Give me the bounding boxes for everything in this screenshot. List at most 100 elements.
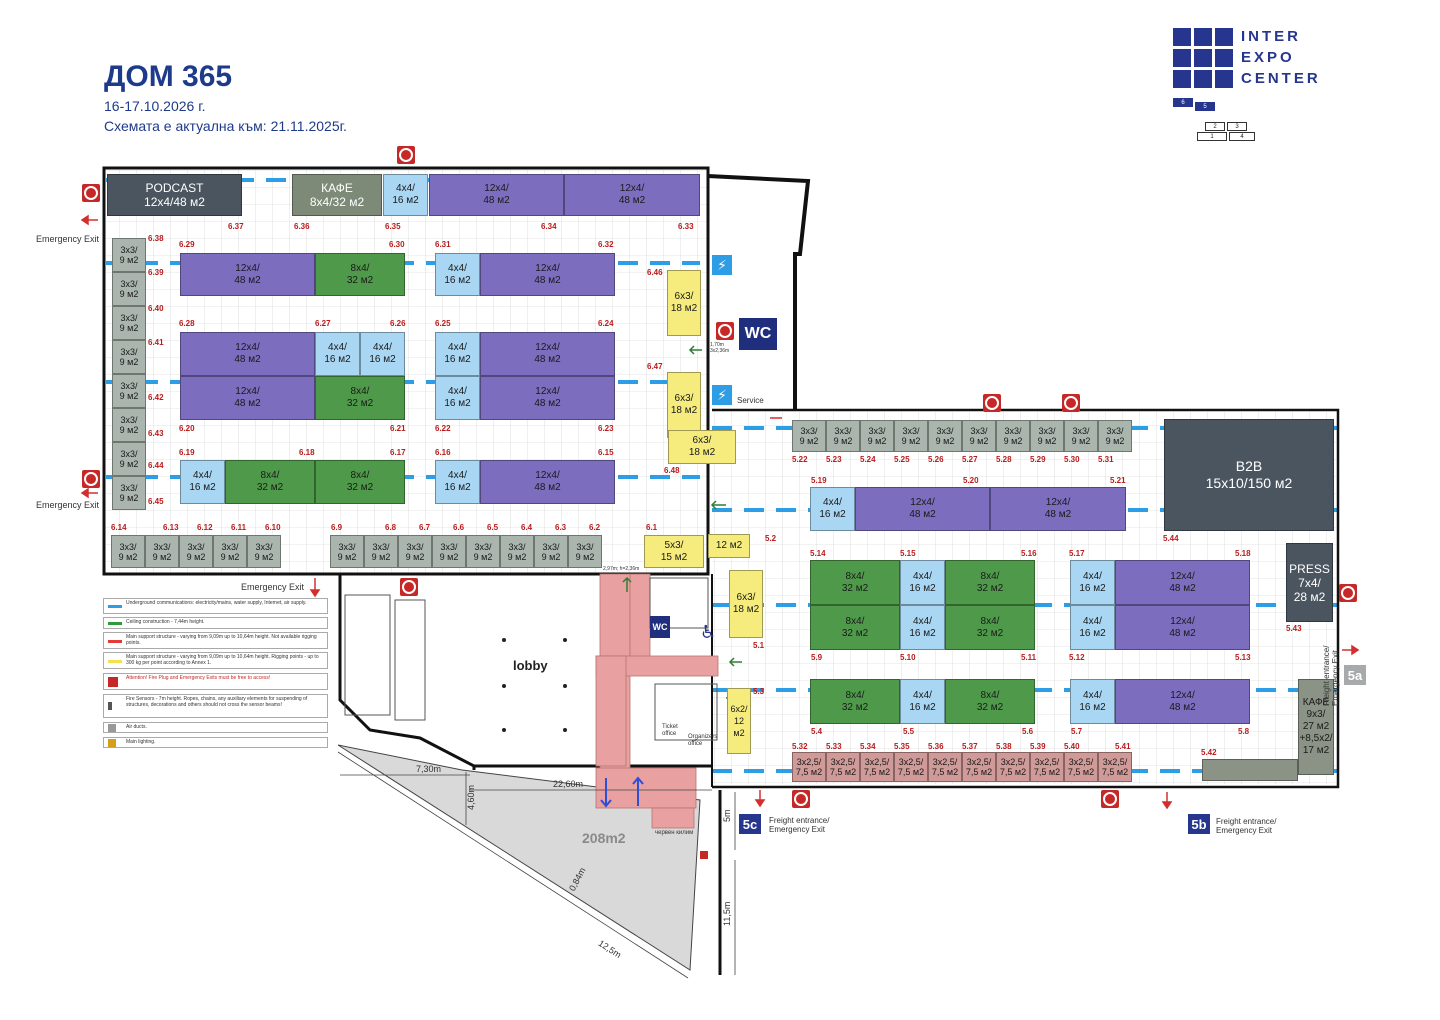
booth-6-15[interactable]: 12x4/ 48 м2 [480,460,615,504]
booth-5-18[interactable]: 12x4/ 48 м2 [1115,560,1250,605]
booth-5-20[interactable]: 12x4/ 48 м2 [855,487,990,531]
booth-6-29[interactable]: 12x4/ 48 м2 [180,253,315,296]
booth-6-33[interactable]: 12x4/ 48 м2 [564,174,700,216]
booth-5-32[interactable]: 3x2,5/ 7,5 м2 [792,752,826,782]
booth-5-40[interactable]: 3x2,5/ 7,5 м2 [1064,752,1098,782]
booth-5-19[interactable]: 4x4/ 16 м2 [810,487,855,531]
booth-5-33[interactable]: 3x2,5/ 7,5 м2 [826,752,860,782]
booth-cafe-right[interactable]: КАФЕ 9x3/ 27 м2 +8,5x2/ 17 м2 [1298,679,1334,775]
stand-number: 6.7 [419,523,431,532]
booth-5-2[interactable]: 12 м2 [708,534,750,558]
booth-5-23[interactable]: 3x3/ 9 м2 [826,420,860,452]
booth-6-2[interactable]: 3x3/ 9 м2 [568,535,602,568]
booth-5-15[interactable]: 4x4/ 16 м2 [900,560,945,605]
booth-6-26[interactable]: 4x4/ 16 м2 [360,332,405,376]
booth-5-7[interactable]: 4x4/ 16 м2 [1070,679,1115,724]
booth-5-16[interactable]: 8x4/ 32 м2 [945,560,1035,605]
booth-5-11[interactable]: 8x4/ 32 м2 [945,605,1035,650]
booth-6-34[interactable]: 12x4/ 48 м2 [429,174,564,216]
booth-6-38[interactable]: 3x3/ 9 м2 [112,238,146,272]
booth-5-14[interactable]: 8x4/ 32 м2 [810,560,900,605]
booth-5-35[interactable]: 3x2,5/ 7,5 м2 [894,752,928,782]
booth-5-38[interactable]: 3x2,5/ 7,5 м2 [996,752,1030,782]
booth-5-29[interactable]: 3x3/ 9 м2 [1030,420,1064,452]
booth-5-37[interactable]: 3x2,5/ 7,5 м2 [962,752,996,782]
booth-6-4[interactable]: 3x3/ 9 м2 [500,535,534,568]
booth-6-48[interactable]: 6x3/ 18 м2 [668,430,736,464]
booth-6-8[interactable]: 3x3/ 9 м2 [364,535,398,568]
booth-6-27[interactable]: 4x4/ 16 м2 [315,332,360,376]
booth-6-10[interactable]: 3x3/ 9 м2 [247,535,281,568]
booth-6-40[interactable]: 3x3/ 9 м2 [112,306,146,340]
booth-5-5[interactable]: 4x4/ 16 м2 [900,679,945,724]
booth-5-42[interactable] [1202,759,1298,781]
booth-5-1[interactable]: 6x3/ 18 м2 [729,570,763,638]
booth-6-43[interactable]: 3x3/ 9 м2 [112,408,146,442]
booth-5-28[interactable]: 3x3/ 9 м2 [996,420,1030,452]
booth-6-11[interactable]: 3x3/ 9 м2 [213,535,247,568]
booth-cafe-top[interactable]: КАФЕ 8x4/32 м2 [292,174,382,216]
booth-6-41[interactable]: 3x3/ 9 м2 [112,340,146,374]
booth-5-10[interactable]: 4x4/ 16 м2 [900,605,945,650]
booth-6-25[interactable]: 4x4/ 16 м2 [435,332,480,376]
legend-text: Underground communications: electricity/… [126,600,307,606]
booth-press[interactable]: PRESS 7x4/ 28 м2 [1286,543,1333,622]
booth-5-27[interactable]: 3x3/ 9 м2 [962,420,996,452]
booth-b2b[interactable]: B2B 15x10/150 м2 [1164,419,1334,531]
booth-6-16[interactable]: 4x4/ 16 м2 [435,460,480,504]
booth-6-31[interactable]: 4x4/ 16 м2 [435,253,480,296]
booth-6-24[interactable]: 12x4/ 48 м2 [480,332,615,376]
booth-6-44[interactable]: 3x3/ 9 м2 [112,442,146,476]
booth-6-30[interactable]: 8x4/ 32 м2 [315,253,405,296]
logo-word-center: CENTER [1241,70,1321,87]
booth-5-31[interactable]: 3x3/ 9 м2 [1098,420,1132,452]
booth-6-46[interactable]: 6x3/ 18 м2 [667,270,701,336]
booth-6-28[interactable]: 12x4/ 48 м2 [180,332,315,376]
booth-6-45[interactable]: 3x3/ 9 м2 [112,476,146,510]
booth-5-36[interactable]: 3x2,5/ 7,5 м2 [928,752,962,782]
booth-5-24[interactable]: 3x3/ 9 м2 [860,420,894,452]
booth-6-7[interactable]: 3x3/ 9 м2 [398,535,432,568]
booth-6-13[interactable]: 3x3/ 9 м2 [145,535,179,568]
booth-5-17[interactable]: 4x4/ 16 м2 [1070,560,1115,605]
booth-5-3[interactable]: 6x2/ 12 м2 [727,688,751,754]
booth-5-21[interactable]: 12x4/ 48 м2 [990,487,1126,531]
booth-6-42[interactable]: 3x3/ 9 м2 [112,374,146,408]
booth-6-32[interactable]: 12x4/ 48 м2 [480,253,615,296]
booth-6-47[interactable]: 6x3/ 18 м2 [667,372,701,438]
booth-5-22[interactable]: 3x3/ 9 м2 [792,420,826,452]
booth-5-34[interactable]: 3x2,5/ 7,5 м2 [860,752,894,782]
booth-6-21[interactable]: 8x4/ 32 м2 [315,376,405,420]
booth-5-6[interactable]: 8x4/ 32 м2 [945,679,1035,724]
booth-6-12[interactable]: 3x3/ 9 м2 [179,535,213,568]
booth-6-23[interactable]: 12x4/ 48 м2 [480,376,615,420]
booth-5-41[interactable]: 3x2,5/ 7,5 м2 [1098,752,1132,782]
booth-6-5[interactable]: 3x3/ 9 м2 [466,535,500,568]
booth-5-4[interactable]: 8x4/ 32 м2 [810,679,900,724]
booth-6-6[interactable]: 3x3/ 9 м2 [432,535,466,568]
booth-5-8[interactable]: 12x4/ 48 м2 [1115,679,1250,724]
booth-5-39[interactable]: 3x2,5/ 7,5 м2 [1030,752,1064,782]
booth-5-25[interactable]: 3x3/ 9 м2 [894,420,928,452]
booth-6-17[interactable]: 8x4/ 32 м2 [315,460,405,504]
booth-6-18[interactable]: 8x4/ 32 м2 [225,460,315,504]
booth-6-1[interactable]: 5x3/ 15 м2 [644,535,704,568]
booth-5-9[interactable]: 8x4/ 32 м2 [810,605,900,650]
booth-5-12[interactable]: 4x4/ 16 м2 [1070,605,1115,650]
booth-5-26[interactable]: 3x3/ 9 м2 [928,420,962,452]
booth-6-19[interactable]: 4x4/ 16 м2 [180,460,225,504]
booth-6-39[interactable]: 3x3/ 9 м2 [112,272,146,306]
booth-6-3[interactable]: 3x3/ 9 м2 [534,535,568,568]
booth-6-22[interactable]: 4x4/ 16 м2 [435,376,480,420]
legend-swatch [108,605,122,608]
stand-number: 6.18 [299,448,315,457]
stand-number: 5.29 [1030,455,1046,464]
booth-6-14[interactable]: 3x3/ 9 м2 [111,535,145,568]
booth-podcast[interactable]: PODCAST 12x4/48 м2 [107,174,242,216]
booth-6-20[interactable]: 12x4/ 48 м2 [180,376,315,420]
booth-5-13[interactable]: 12x4/ 48 м2 [1115,605,1250,650]
booth-6-9[interactable]: 3x3/ 9 м2 [330,535,364,568]
booth-6-35[interactable]: 4x4/ 16 м2 [383,174,428,216]
booth-5-30[interactable]: 3x3/ 9 м2 [1064,420,1098,452]
fire-hose-icon [792,790,810,808]
